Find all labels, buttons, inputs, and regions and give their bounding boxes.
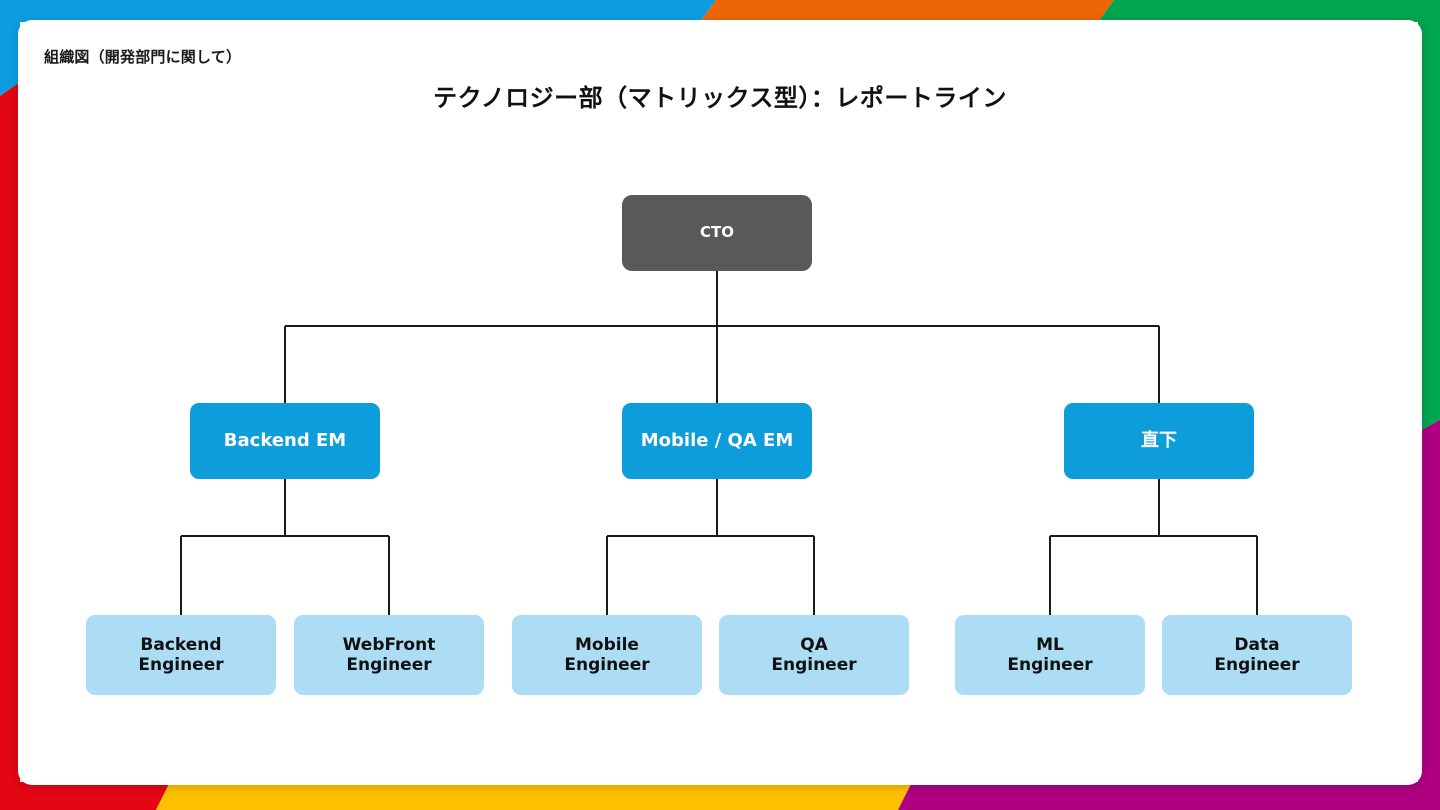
band-left-blue [0, 0, 20, 96]
band-right-green [1418, 0, 1440, 432]
org-node-cto[interactable]: CTO [622, 195, 812, 271]
band-right-magenta [1418, 420, 1440, 810]
org-node-ml_eng[interactable]: ML Engineer [955, 615, 1145, 695]
org-node-da_eng[interactable]: Data Engineer [1162, 615, 1352, 695]
band-bottom-magenta [898, 782, 1440, 810]
org-node-mobile_qa[interactable]: Mobile / QA EM [622, 403, 812, 479]
decorative-band-bottom [0, 782, 1440, 810]
band-bottom-yellow [156, 782, 912, 810]
band-top-orange [700, 0, 1114, 22]
org-node-mb_eng[interactable]: Mobile Engineer [512, 615, 702, 695]
decorative-band-left [0, 0, 20, 810]
slide-card: 組織図（開発部門に関して） テクノロジー部（マトリックス型）：レポートライン C… [18, 20, 1422, 785]
decorative-band-right [1418, 0, 1440, 810]
org-node-be_eng[interactable]: Backend Engineer [86, 615, 276, 695]
band-top-blue [0, 0, 716, 22]
org-chart-connectors [179, 271, 1259, 615]
band-bottom-red [0, 782, 170, 810]
slide-title: テクノロジー部（マトリックス型）：レポートライン [433, 84, 1007, 112]
band-left-red [0, 82, 20, 810]
org-chart: CTO Backend EM Mobile / QA EM 直下 Backend Eng… [18, 20, 1422, 785]
slide-subtitle: 組織図（開発部門に関して） [44, 48, 242, 66]
decorative-band-top [0, 0, 1440, 22]
org-node-backend_em[interactable]: Backend EM [190, 403, 380, 479]
org-node-qa_eng[interactable]: QA Engineer [719, 615, 909, 695]
org-node-wf_eng[interactable]: WebFront Engineer [294, 615, 484, 695]
org-node-direct[interactable]: 直下 [1064, 403, 1254, 479]
band-top-green [1098, 0, 1440, 22]
